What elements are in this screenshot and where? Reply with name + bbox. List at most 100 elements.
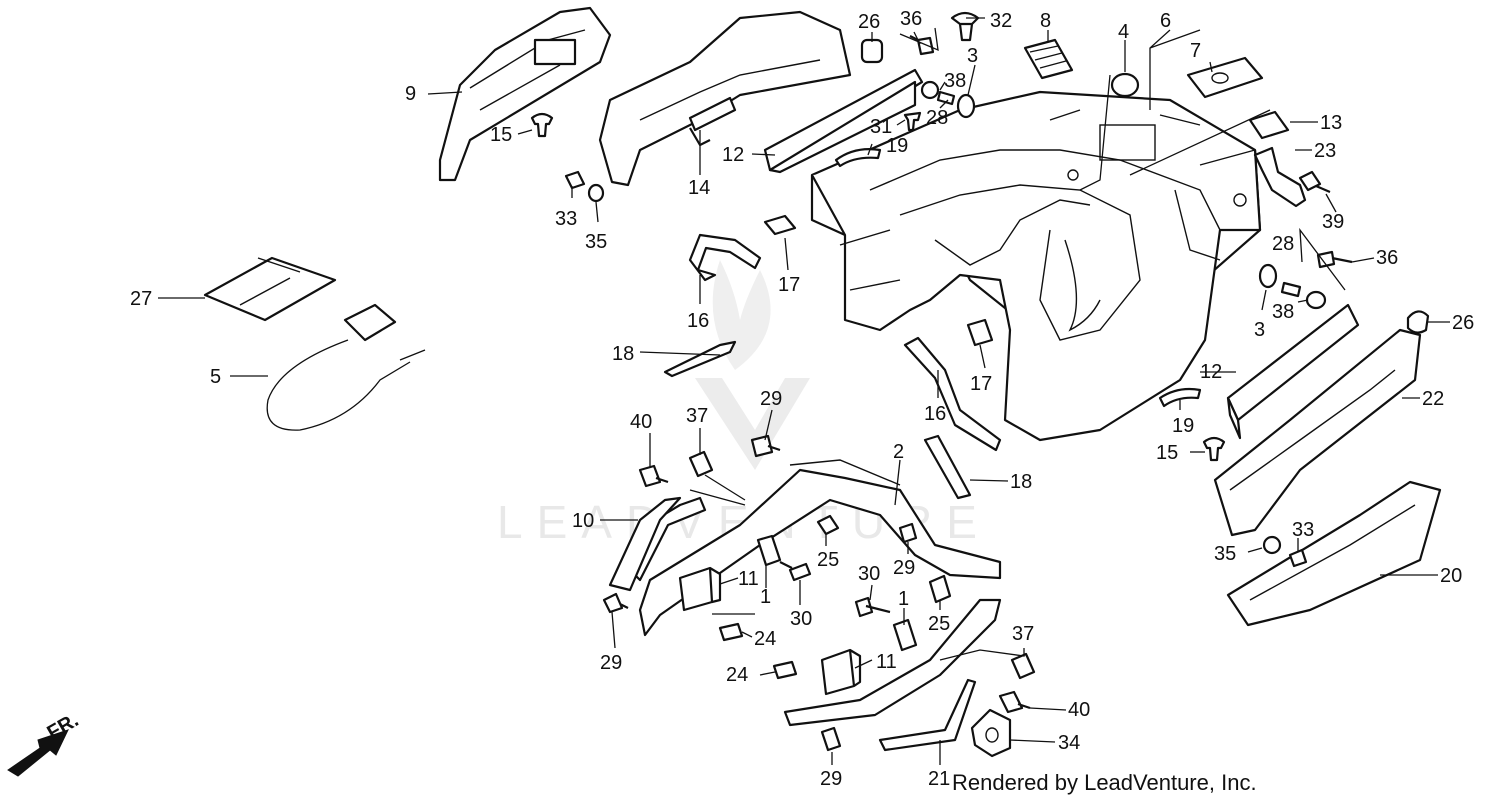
callout-40: 40 <box>630 411 652 433</box>
callout-35: 35 <box>585 231 607 253</box>
callout-7: 7 <box>1190 40 1201 62</box>
callout-26: 26 <box>1452 312 1474 334</box>
callout-21: 21 <box>928 768 950 790</box>
part-36-screw <box>909 35 935 56</box>
part-21-handle <box>878 678 977 752</box>
callout-18: 18 <box>1010 471 1032 493</box>
part-33-bolt-upper <box>564 170 586 190</box>
part-29-bolt-d <box>820 726 842 752</box>
callout-19: 19 <box>886 135 908 157</box>
callout-3: 3 <box>967 45 978 67</box>
callout-19: 19 <box>1172 415 1194 437</box>
part-28-bolt-upper <box>936 90 956 106</box>
callout-29: 29 <box>600 652 622 674</box>
part-38-washer-upper <box>920 80 940 100</box>
callout-20: 20 <box>1440 565 1462 587</box>
callouts: 26 36 32 8 4 6 7 3 38 28 31 19 9 15 12 1… <box>130 8 1474 790</box>
callout-9: 9 <box>405 83 416 105</box>
callout-6: 6 <box>1160 10 1171 32</box>
callout-15: 15 <box>1156 442 1178 464</box>
callout-30: 30 <box>858 563 880 585</box>
part-15-knob-upper <box>530 112 554 138</box>
part-24-pad-upper <box>718 622 744 642</box>
callout-3: 3 <box>1254 319 1265 341</box>
part-9-boss <box>533 38 577 66</box>
callout-33: 33 <box>1292 519 1314 541</box>
part-17-clip-center <box>966 318 994 347</box>
callout-2: 2 <box>893 441 904 463</box>
part-16-seal-center <box>903 336 1002 452</box>
callout-17: 17 <box>778 274 800 296</box>
callout-11: 11 <box>876 651 897 673</box>
part-8-pad <box>1023 38 1074 80</box>
callout-24: 24 <box>726 664 748 686</box>
part-37-collar-upper <box>688 450 714 478</box>
callout-17: 17 <box>970 373 992 395</box>
part-11-rubber-upper <box>678 566 722 612</box>
part-36-screw-right <box>1316 250 1353 269</box>
part-11-rubber-lower <box>820 648 862 696</box>
part-3-collar-right <box>1258 263 1278 289</box>
part-29-bolt-a <box>750 434 781 458</box>
part-14-molding <box>598 10 852 187</box>
part-28-bolt-right <box>1280 281 1302 298</box>
callout-40: 40 <box>1068 699 1090 721</box>
part-30-bolt-lower <box>854 596 891 618</box>
callout-24: 24 <box>754 628 776 650</box>
part-1-collar-upper <box>756 534 782 567</box>
callout-25: 25 <box>928 613 950 635</box>
callout-29: 29 <box>893 557 915 579</box>
callout-38: 38 <box>944 70 966 92</box>
footer-credit: Rendered by LeadVenture, Inc. <box>952 770 1257 795</box>
callout-39: 39 <box>1322 211 1344 233</box>
front-arrow-icon <box>7 729 69 777</box>
callout-12: 12 <box>722 144 744 166</box>
part-3-collar-upper <box>956 93 976 119</box>
part-35-washer-upper <box>587 183 605 203</box>
callout-4: 4 <box>1118 21 1129 43</box>
part-38-washer-right <box>1305 290 1327 310</box>
callout-36: 36 <box>900 8 922 30</box>
part-33-bolt-lower <box>1288 548 1308 568</box>
callout-29: 29 <box>760 388 782 410</box>
part-23-bracket <box>1253 146 1307 208</box>
callout-27: 27 <box>130 288 152 310</box>
part-29-bolt-c <box>602 592 629 614</box>
callout-37: 37 <box>686 405 708 427</box>
callout-14: 14 <box>688 177 710 199</box>
callout-22: 22 <box>1422 388 1444 410</box>
part-37-collar-lower <box>1010 652 1036 680</box>
callout-18: 18 <box>612 343 634 365</box>
callout-30: 30 <box>790 608 812 630</box>
part-15-knob-right <box>1202 436 1226 462</box>
part-18-strip-center <box>923 434 972 500</box>
part-40-nut-upper <box>638 464 669 488</box>
part-29-bolt-b <box>898 522 918 544</box>
part-39-bolt <box>1298 170 1331 194</box>
callout-8: 8 <box>1040 10 1051 32</box>
leader-lines <box>158 17 1450 765</box>
callout-26: 26 <box>858 11 880 33</box>
callout-38: 38 <box>1272 301 1294 323</box>
callout-35: 35 <box>1214 543 1236 565</box>
part-5-connector <box>343 303 397 342</box>
callout-37: 37 <box>1012 623 1034 645</box>
callout-34: 34 <box>1058 732 1080 754</box>
part-24-pad-lower <box>772 660 798 680</box>
callout-15: 15 <box>490 124 512 146</box>
part-31-screw <box>903 111 922 132</box>
callout-32: 32 <box>990 10 1012 32</box>
part-2-stay <box>638 468 1002 637</box>
part-1-collar-lower <box>892 618 918 652</box>
part-19-bumper-right <box>1158 387 1202 408</box>
part-18-strip-left <box>663 340 737 378</box>
callout-25: 25 <box>817 549 839 571</box>
part-22-molding <box>1213 328 1422 537</box>
callout-12: 12 <box>1200 361 1222 383</box>
callout-1: 1 <box>760 586 771 608</box>
callout-33: 33 <box>555 208 577 230</box>
part-25-nut-lower <box>928 574 952 604</box>
callout-23: 23 <box>1314 140 1336 162</box>
trunk-body <box>810 90 1262 442</box>
